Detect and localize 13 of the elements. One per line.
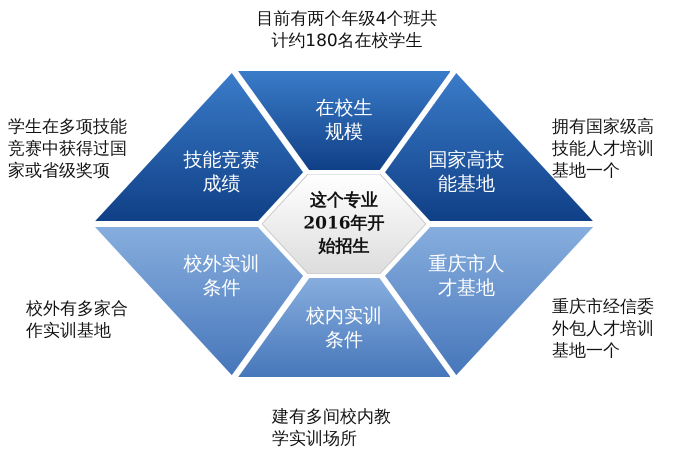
description-text: 重庆市经信委外包人才培训基地一个 [552, 296, 655, 362]
segment-label: 重庆市人才基地 [427, 252, 506, 300]
description-text: 校外有多家合作实训基地 [26, 298, 129, 342]
segment-label: 技能竞赛成绩 [182, 148, 261, 196]
segment-label: 国家高技能基地 [427, 148, 506, 196]
segment-label: 在校生规模 [314, 96, 374, 144]
description-text: 目前有两个年级4个班共计约180名在校学生 [256, 8, 438, 52]
segment-label: 校内实训条件 [304, 304, 383, 352]
description-text: 拥有国家级高技能人才培训基地一个 [552, 116, 655, 182]
description-text: 学生在多项技能竞赛中获得过国家或省级奖项 [8, 116, 128, 182]
description-text: 建有多间校内教学实训场所 [272, 406, 392, 450]
center-label: 这个专业2016年开始招生 [302, 189, 385, 258]
segment-label: 校外实训条件 [182, 252, 261, 300]
